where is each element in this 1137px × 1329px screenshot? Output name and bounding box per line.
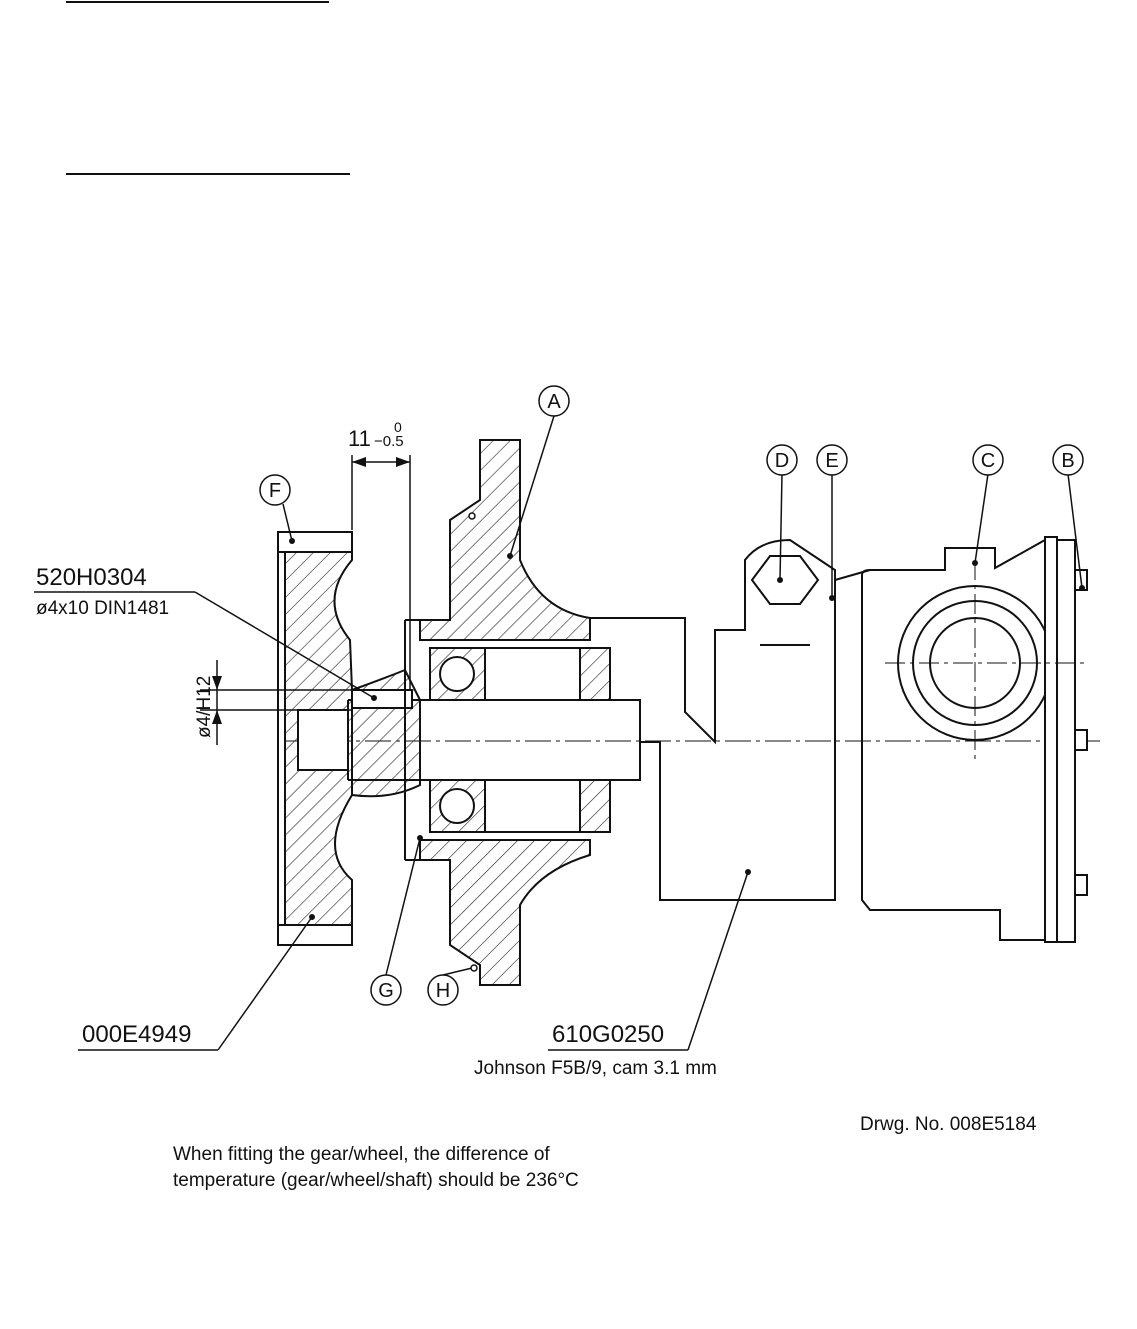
callout-d [766, 444, 798, 476]
callout-e [816, 444, 848, 476]
callout-f [259, 474, 291, 506]
callout-g-label: G [378, 980, 394, 1002]
callout-h-label: H [436, 980, 450, 1002]
callout-f-label: F [269, 480, 281, 502]
top-rule-2 [66, 173, 350, 175]
gear-part-number: 000E4949 [82, 1021, 192, 1048]
callout-c-label: C [981, 450, 995, 472]
top-rule-1 [66, 1, 329, 3]
dim-length-tol-upper: 0 [394, 419, 402, 435]
callout-h [427, 974, 459, 1006]
pump-spec: Johnson F5B/9, cam 3.1 mm [474, 1058, 717, 1079]
pin-part-number: 520H0304 [36, 564, 147, 591]
dim-length-tol-lower: −0.5 [374, 433, 404, 450]
pump-part-number: 610G0250 [552, 1021, 665, 1048]
callout-c [972, 444, 1004, 476]
callout-a [538, 385, 570, 417]
pin-spec: ø4x10 DIN1481 [36, 598, 170, 619]
drawing-lines [34, 415, 1100, 1051]
fitting-note-line-2: temperature (gear/wheel/shaft) should be… [173, 1170, 579, 1191]
fitting-note-line-1: When fitting the gear/wheel, the differe… [173, 1144, 550, 1165]
dim-hole: ø4/H12 [194, 676, 215, 738]
callout-a-label: A [547, 391, 561, 413]
leader-dots [289, 538, 1085, 920]
callout-g [370, 974, 402, 1006]
callout-b-label: B [1061, 450, 1074, 472]
callout-b [1052, 444, 1084, 476]
drawing-number: Drwg. No. 008E5184 [860, 1114, 1037, 1135]
callout-d-label: D [775, 450, 789, 472]
callout-e-label: E [825, 450, 838, 472]
dim-length-main: 11 [348, 426, 371, 451]
